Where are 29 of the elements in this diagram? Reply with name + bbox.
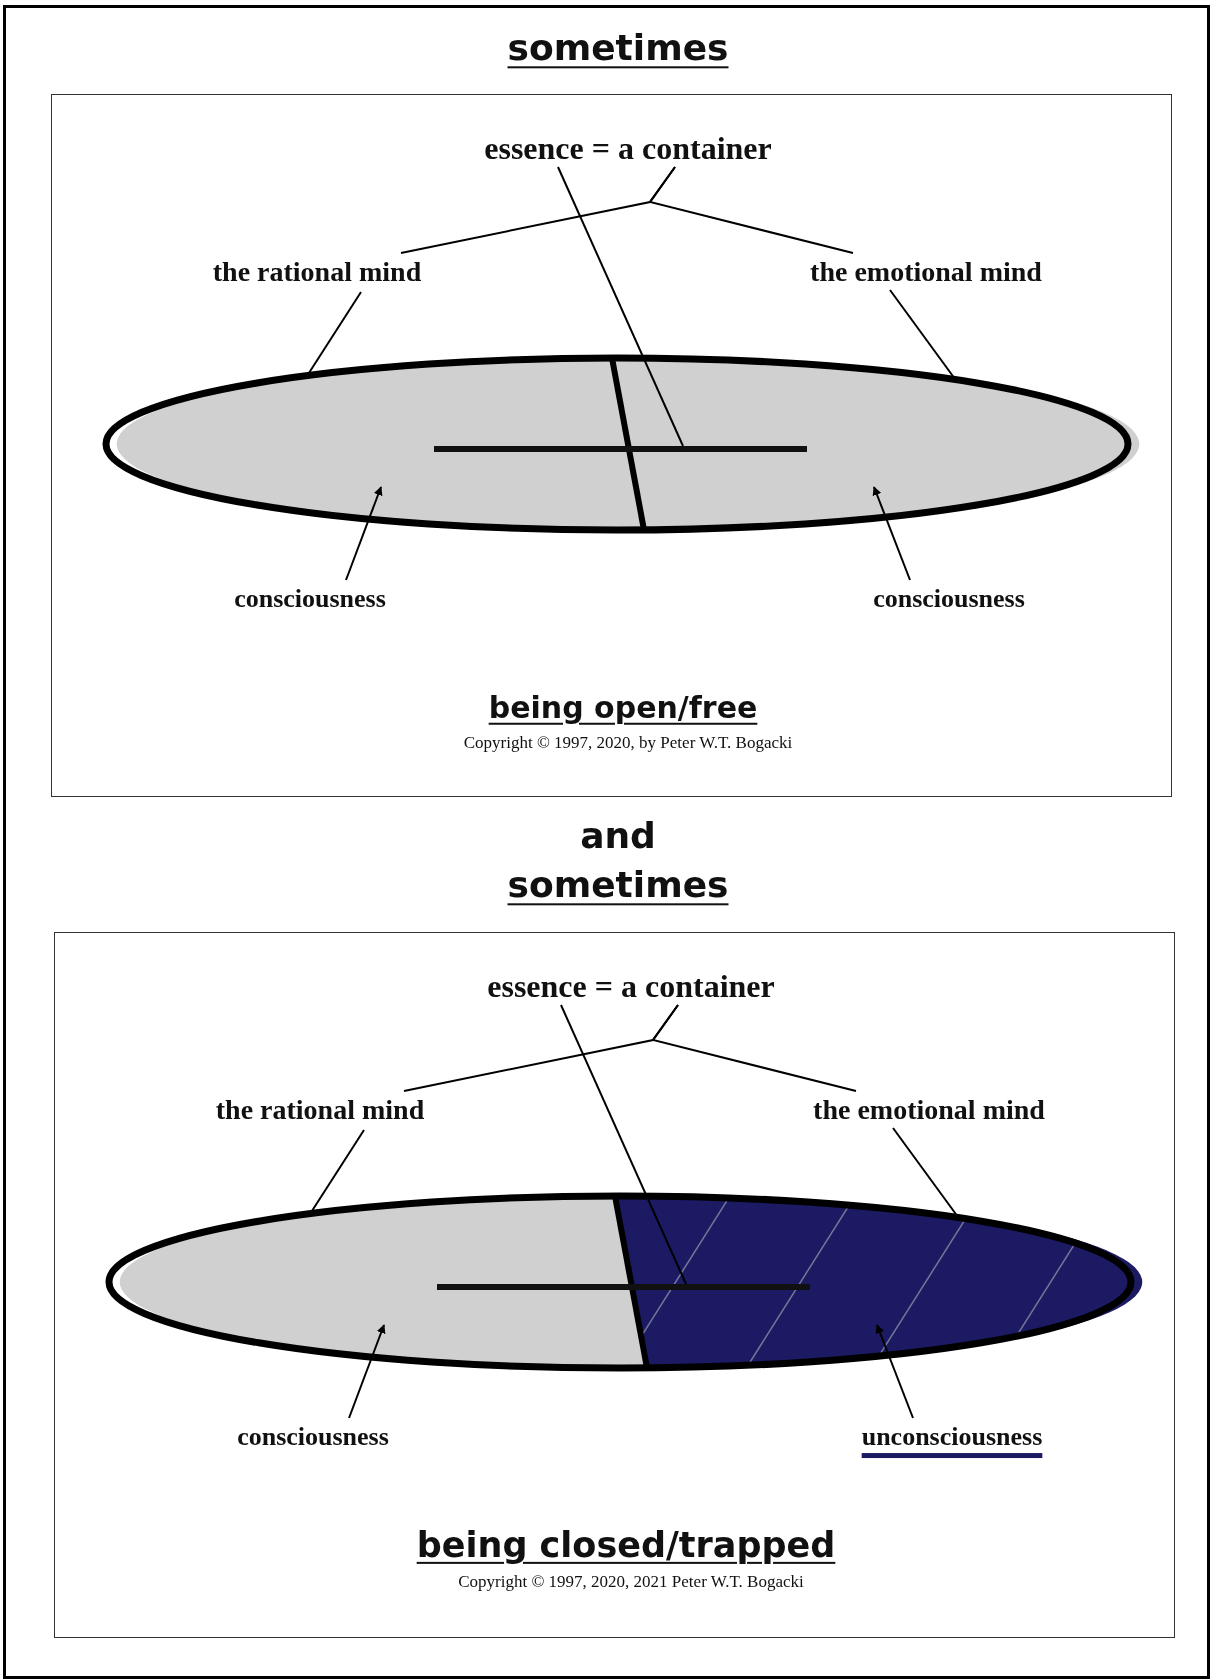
leader-line (557, 166, 684, 447)
essence-label: essence = a container (487, 967, 775, 1005)
consciousness-label: consciousness (873, 584, 1025, 614)
crossbar (437, 1284, 810, 1290)
unconsciousness-label: unconsciousness (861, 1422, 1043, 1452)
arrow (345, 486, 383, 581)
crossbar (434, 446, 807, 452)
heading-text: sometimes (507, 864, 729, 906)
arrow (875, 1324, 914, 1419)
emotional-mind-label: the emotional mind (810, 255, 1042, 289)
panel-title: being open/free (488, 690, 758, 726)
panel-frame (51, 94, 1172, 797)
copyright-note: Copyright © 1997, 2020, 2021 Peter W.T. Bogacki (458, 1572, 804, 1592)
heading-text: and (580, 815, 656, 857)
consciousness-label: consciousness (237, 1422, 389, 1452)
panel-frame (54, 932, 1175, 1638)
copyright-note: Copyright © 1997, 2020, by Peter W.T. Bogacki (463, 733, 793, 753)
rational-mind-label: the rational mind (215, 1093, 425, 1127)
consciousness-label: consciousness (234, 584, 386, 614)
essence-label: essence = a container (484, 129, 772, 167)
heading-text: sometimes (507, 27, 729, 69)
emotional-mind-label: the emotional mind (813, 1093, 1045, 1127)
leader-line (560, 1004, 687, 1285)
arrow (872, 486, 911, 581)
arrow (348, 1324, 386, 1419)
leader-line (651, 1004, 857, 1092)
rational-mind-label: the rational mind (212, 255, 422, 289)
leader-line (648, 166, 854, 254)
panel-title: being closed/trapped (416, 1524, 836, 1566)
